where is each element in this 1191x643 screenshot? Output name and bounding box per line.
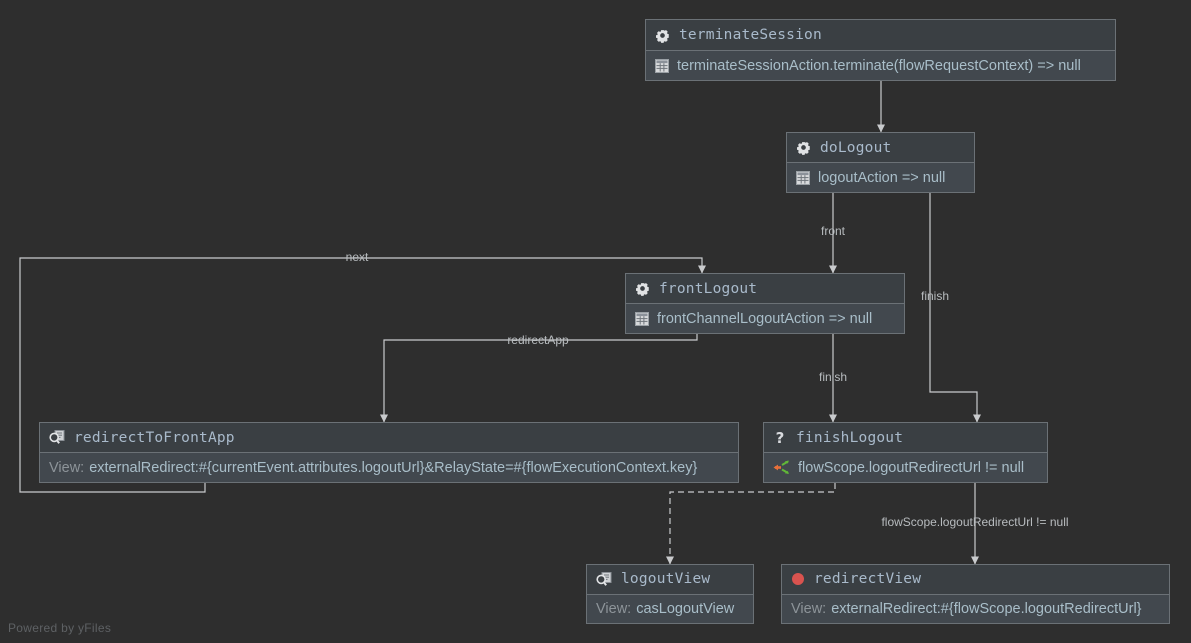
node-body-text: externalRedirect:#{flowScope.logoutRedir… [831, 600, 1142, 617]
node-body-logoutView[interactable]: View:casLogoutView [587, 594, 753, 623]
gear-icon [655, 28, 670, 43]
edge-label-finishLogout-to-redirectView: flowScope.logoutRedirectUrl != null [881, 515, 1069, 529]
node-title: redirectView [814, 571, 922, 588]
edge-frontLogout-to-redirectToFrontApp[interactable] [380, 334, 698, 423]
gear-icon [635, 281, 650, 297]
node-doLogout[interactable]: doLogout logoutAction => null [786, 132, 975, 193]
node-header-redirectToFrontApp[interactable]: redirectToFrontApp [40, 423, 738, 454]
node-title: terminateSession [679, 27, 822, 43]
node-title: frontLogout [659, 280, 758, 297]
edge-label-frontLogout-to-finishLogout: finish [818, 370, 848, 384]
yfiles-watermark: Powered by yFiles [8, 621, 112, 635]
table-icon [635, 311, 649, 326]
node-header-redirectView[interactable]: redirectView [782, 565, 1169, 595]
transition-icon [773, 460, 790, 475]
node-terminateSession[interactable]: terminateSession terminateSessionAction.t… [645, 19, 1116, 81]
node-title: doLogout [820, 139, 892, 156]
question-icon: ? [773, 430, 787, 446]
edge-label-doLogout-to-finishLogout: finish [920, 289, 950, 303]
edge-label-redirectToFrontApp-to-frontLogout: next [345, 250, 369, 264]
node-body-text: logoutAction => null [818, 169, 946, 186]
gear-icon [796, 140, 811, 156]
node-body-terminateSession[interactable]: terminateSessionAction.terminate(flowReq… [646, 51, 1115, 80]
node-body-doLogout[interactable]: logoutAction => null [787, 163, 974, 192]
svg-text:?: ? [776, 430, 785, 446]
edge-finishLogout-to-logoutView[interactable] [666, 483, 836, 565]
node-header-frontLogout[interactable]: frontLogout [626, 274, 904, 305]
node-body-finishLogout[interactable]: flowScope.logoutRedirectUrl != null [764, 453, 1047, 482]
view-icon [596, 571, 612, 587]
node-view-label: View: [49, 459, 85, 476]
node-view-label: View: [596, 600, 632, 617]
node-title: finishLogout [796, 429, 904, 446]
node-body-text: flowScope.logoutRedirectUrl != null [798, 459, 1025, 476]
node-header-terminateSession[interactable]: terminateSession [646, 20, 1115, 51]
edge-label-doLogout-to-frontLogout: front [820, 224, 846, 238]
table-icon [796, 170, 810, 185]
node-header-doLogout[interactable]: doLogout [787, 133, 974, 164]
table-icon [655, 58, 669, 73]
node-title: logoutView [621, 571, 711, 588]
node-finishLogout[interactable]: ? finishLogout flowScope.logoutRedirectUrl… [763, 422, 1048, 483]
node-body-frontLogout[interactable]: frontChannelLogoutAction => null [626, 304, 904, 333]
node-header-finishLogout[interactable]: ? finishLogout [764, 423, 1047, 454]
node-body-text: externalRedirect:#{currentEvent.attribut… [89, 459, 698, 476]
end-state-icon [791, 572, 805, 586]
node-title: redirectToFrontApp [74, 429, 235, 446]
node-body-redirectView[interactable]: View:externalRedirect:#{flowScope.logout… [782, 594, 1169, 623]
edge-label-frontLogout-to-redirectToFrontApp: redirectApp [507, 333, 569, 347]
node-body-redirectToFrontApp[interactable]: View:externalRedirect:#{currentEvent.att… [40, 453, 738, 482]
node-body-text: terminateSessionAction.terminate(flowReq… [677, 57, 1081, 74]
edge-doLogout-to-finishLogout[interactable] [929, 193, 981, 423]
node-body-text: casLogoutView [636, 600, 735, 617]
view-icon [49, 430, 65, 445]
node-body-text: frontChannelLogoutAction => null [657, 310, 873, 327]
node-frontLogout[interactable]: frontLogout frontChannelLogoutAction => n… [625, 273, 905, 334]
node-header-logoutView[interactable]: logoutView [587, 565, 753, 595]
node-view-label: View: [791, 600, 827, 617]
